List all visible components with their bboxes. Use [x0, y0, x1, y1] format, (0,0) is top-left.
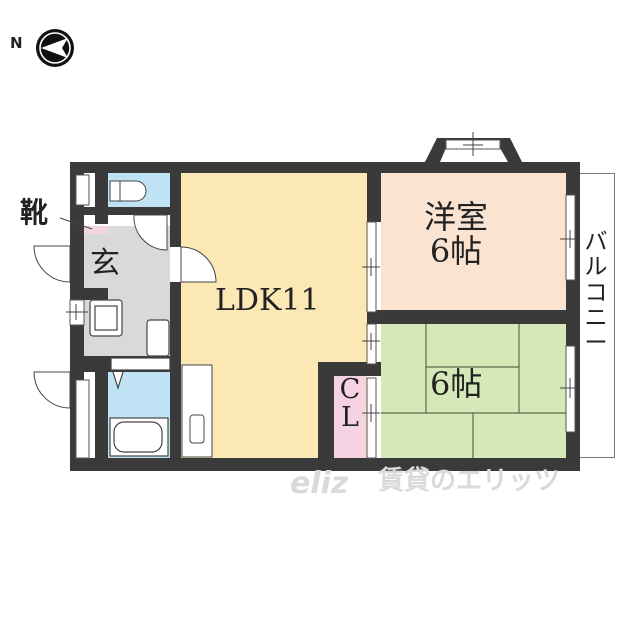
room-closet [334, 376, 366, 458]
watermark-text: 賃貸のエリッツ [378, 466, 561, 496]
balcony-label: バ ル コ ニ ー [584, 229, 608, 357]
room-toilet [108, 173, 170, 207]
room-western [381, 173, 566, 310]
north-label: N [10, 34, 23, 52]
closet-label: C L [339, 374, 361, 434]
shoe-box [84, 226, 108, 234]
room-bath [108, 372, 170, 458]
tatami-room-label: 6帖 [430, 365, 483, 403]
ldk-label: LDK11 [215, 283, 320, 318]
entrance-label: 玄 [90, 246, 120, 281]
shoe-box-label: 靴 [20, 196, 49, 229]
watermark-logo: eliz [290, 466, 349, 501]
western-room-label: 洋室 6帖 [424, 198, 489, 270]
